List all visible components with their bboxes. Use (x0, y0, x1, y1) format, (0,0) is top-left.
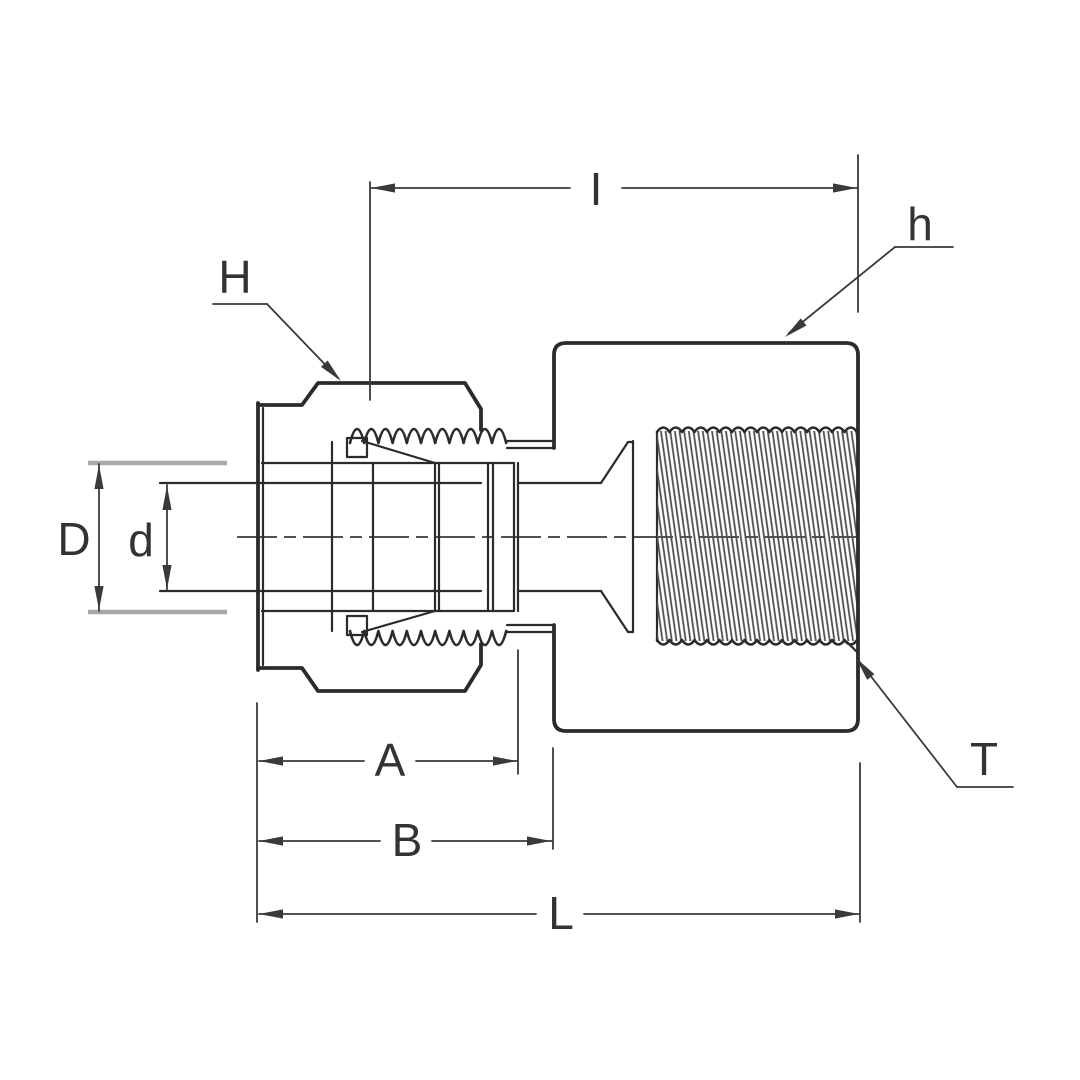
label-L: L (548, 887, 574, 939)
thread-hatch (657, 431, 857, 641)
label-I: I (590, 163, 603, 215)
back-ferrule-bottom (360, 609, 437, 634)
nut-outline (256, 381, 483, 693)
male-thread-serration (348, 427, 508, 647)
flare-top (599, 440, 635, 485)
label-H: H (218, 251, 251, 303)
label-d: d (128, 514, 154, 566)
ferrule-ring-top (345, 436, 369, 459)
dimension-labels: I h H D d A B L T (57, 163, 998, 939)
label-A: A (375, 734, 406, 786)
arrowhead (259, 836, 283, 846)
arrowheads (94, 183, 875, 919)
label-B: B (392, 814, 423, 866)
arrowhead (856, 658, 875, 680)
back-ferrule-top (360, 439, 437, 465)
arrowhead (94, 586, 104, 610)
label-h: h (907, 198, 933, 250)
flare-bottom (599, 589, 635, 634)
arrowhead (321, 360, 341, 381)
female-pipe-thread (655, 426, 859, 646)
leader-T (858, 660, 958, 788)
label-D: D (57, 513, 90, 565)
arrowhead (371, 183, 395, 193)
arrowhead (162, 565, 172, 589)
label-T: T (970, 733, 998, 785)
leader-h (788, 246, 896, 334)
arrowhead (259, 756, 283, 766)
arrowhead (94, 465, 104, 489)
arrowhead (527, 836, 551, 846)
arrowhead (833, 183, 857, 193)
arrowhead (162, 486, 172, 510)
arrowhead (835, 909, 859, 919)
arrowhead (259, 909, 283, 919)
arrowhead (785, 318, 807, 337)
phantom-tube (88, 460, 227, 615)
ferrule-ring-bottom (345, 614, 369, 637)
arrowhead (493, 756, 517, 766)
internal-section-lines (158, 406, 859, 667)
body-outline (552, 341, 860, 733)
dimension-lines (98, 154, 1014, 923)
